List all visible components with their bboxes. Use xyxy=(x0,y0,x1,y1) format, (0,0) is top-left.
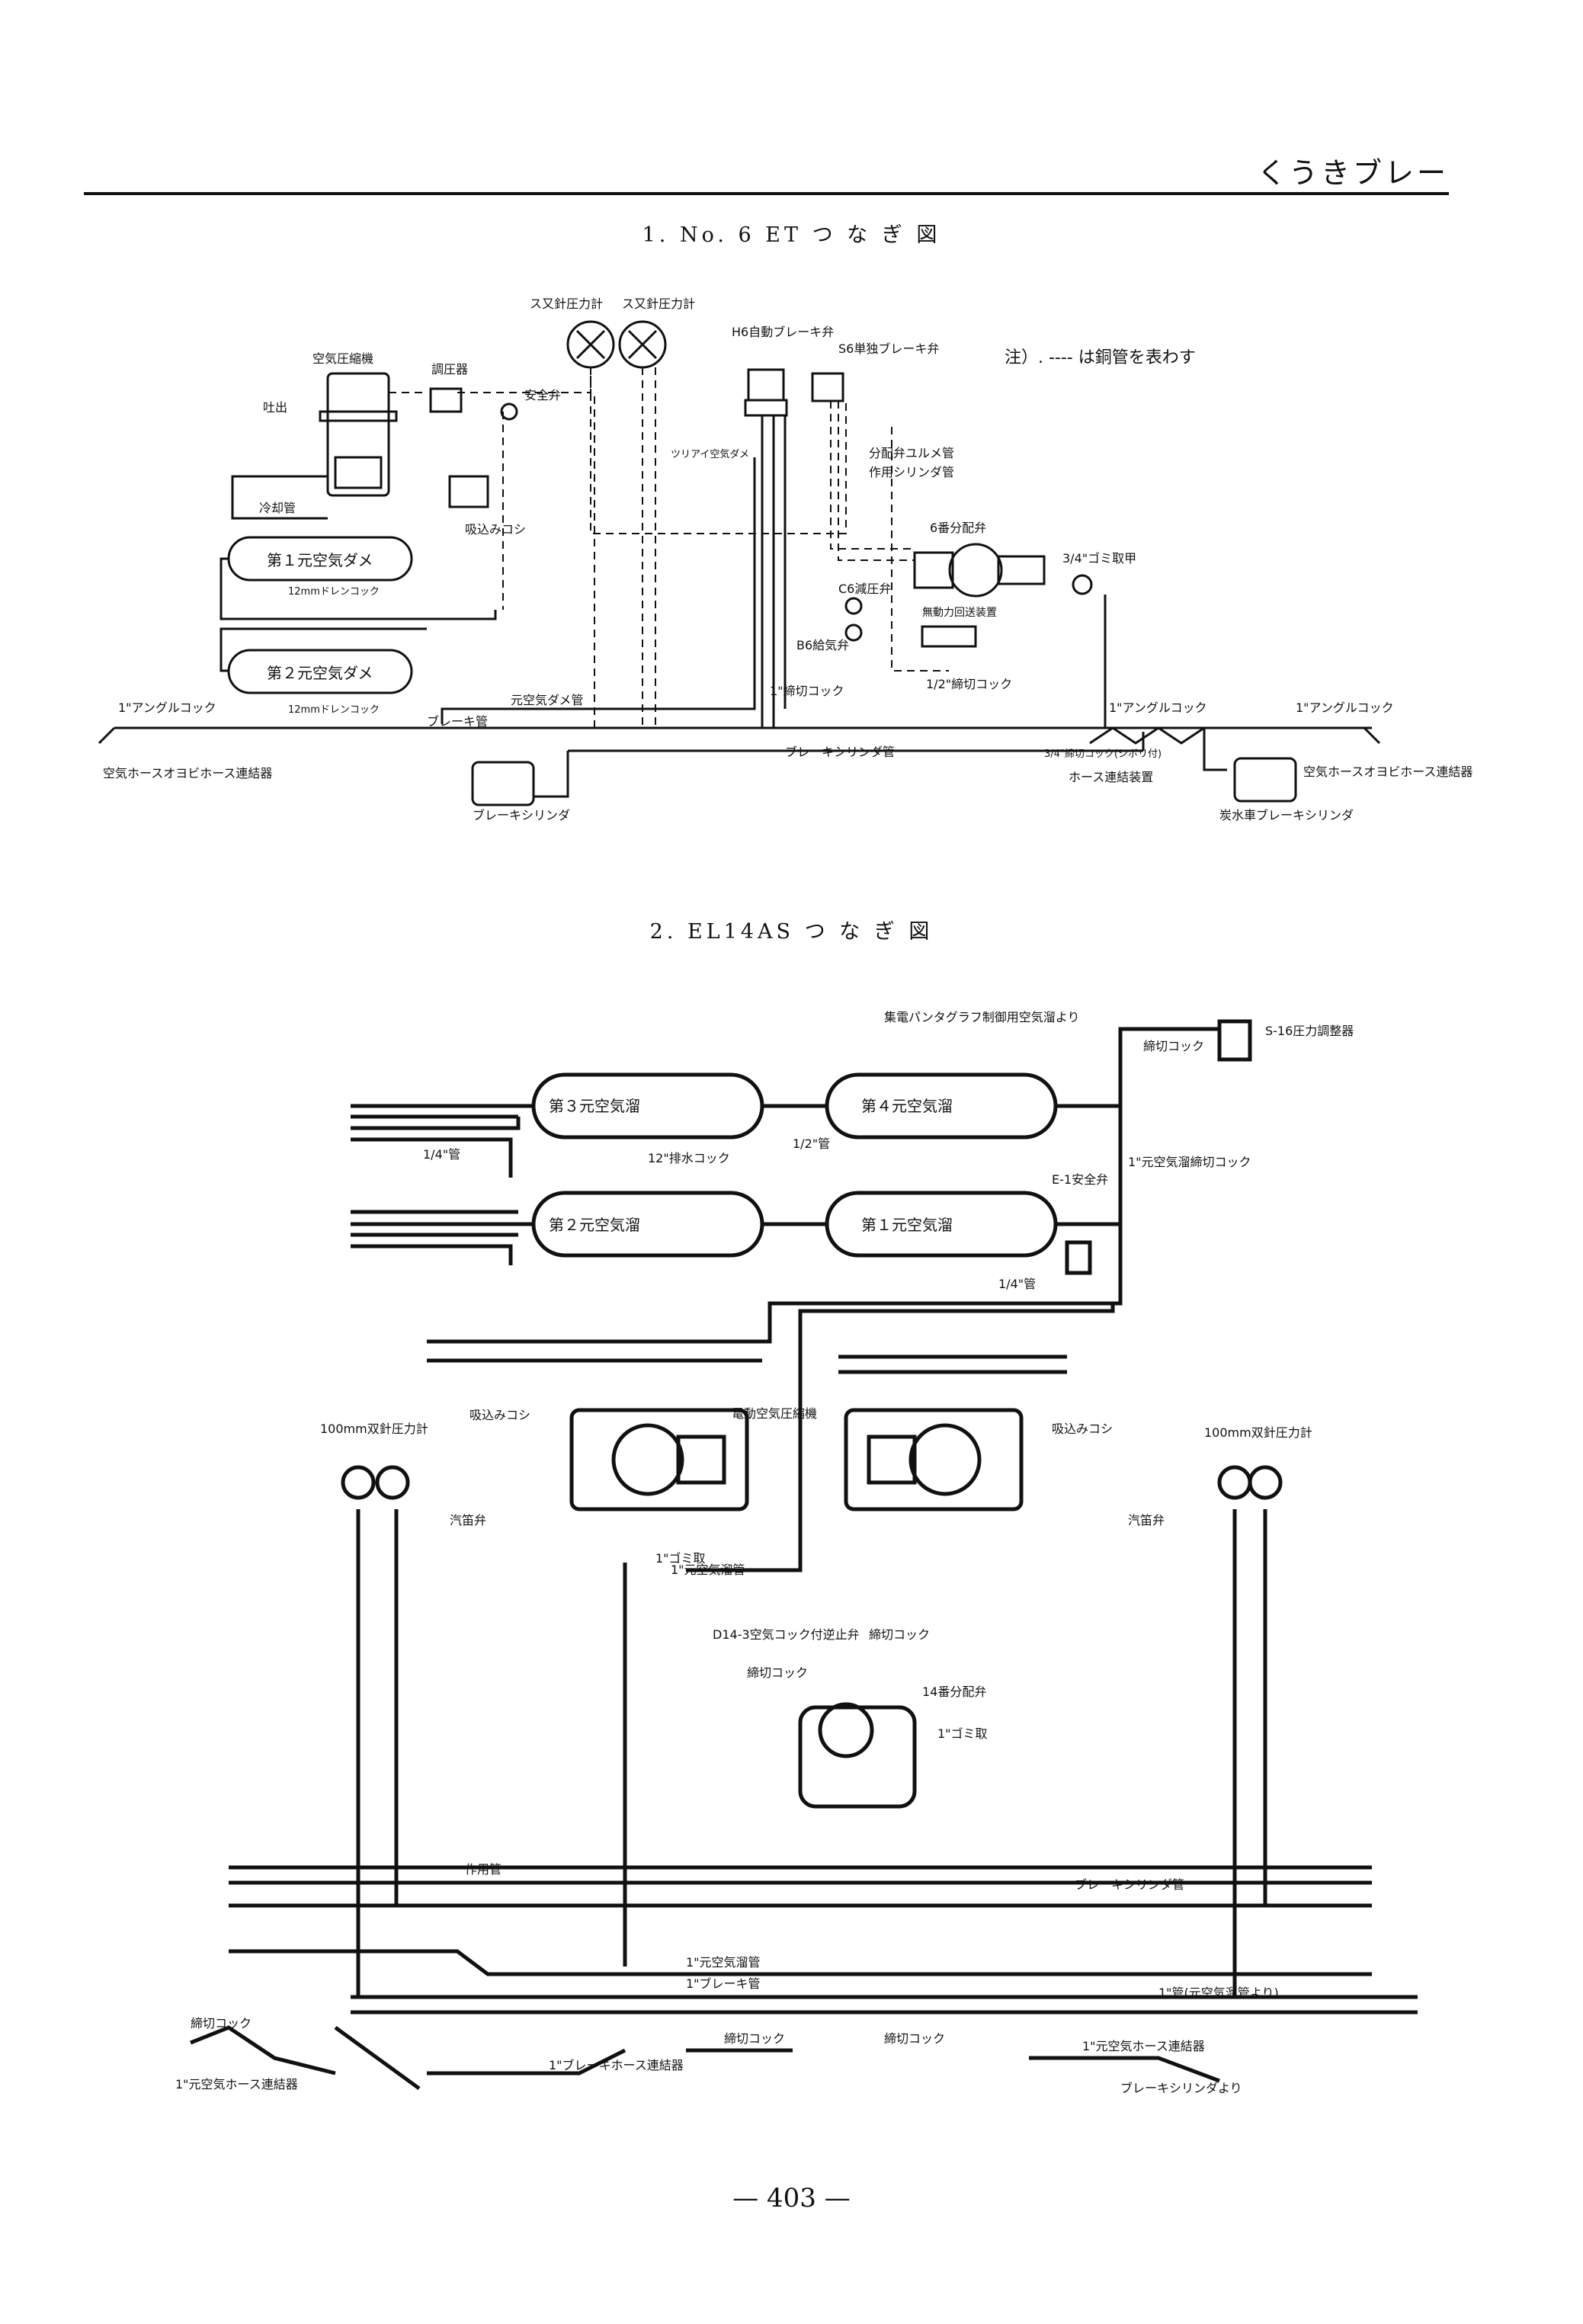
hose-left-label: 1"元空気ホース連結器 xyxy=(175,2077,298,2092)
gauge-right-label: 100mm双針圧力計 xyxy=(1204,1425,1312,1440)
diagram1-labels: ス又針圧力計 ス又針圧力計 H6自動ブレーキ弁 S6単独ブレーキ弁 注）. --… xyxy=(103,297,1472,822)
cutout-mid-label: 締切コック xyxy=(747,1665,808,1680)
main-cock-label: 1"元空気溜締切コック xyxy=(1128,1155,1251,1169)
hose-coupler-right-label: 空気ホースオヨビホース連結器 xyxy=(1303,765,1472,779)
strainer-right-label: 吸込みコシ xyxy=(1052,1422,1113,1436)
brake-cylinder-shape xyxy=(471,761,535,806)
tender-cylinder-label: 炭水車ブレーキシリンダ xyxy=(1219,808,1354,822)
hose-coupler-left-label: 空気ホースオヨビホース連結器 xyxy=(103,766,272,781)
compressor-label: 空気圧縮機 xyxy=(312,351,373,366)
intake-strainer-label: 吸込みコシ xyxy=(465,522,526,537)
angle-cock-mid-label: 1"アングルコック xyxy=(1109,700,1207,715)
distrib-label: 14番分配弁 xyxy=(922,1684,986,1699)
reservoir-1-label: 第１元空気ダメ xyxy=(267,551,373,569)
copper-pipe-note: 注）. ---- は銅管を表わす xyxy=(1005,348,1196,367)
s6-brake-valve-label: S6単独ブレーキ弁 xyxy=(838,341,939,356)
section-header: くうきブレー xyxy=(1257,156,1449,190)
diagram2-title: 2. EL14AS つ な ぎ 図 xyxy=(649,920,934,944)
diagram1-copper xyxy=(389,367,949,730)
brake-cyl-pipe-label: ブレーキシリンダ管 xyxy=(785,745,895,759)
gauge-left-label: 100mm双針圧力計 xyxy=(320,1422,428,1436)
strainer-left-label: 吸込みコシ xyxy=(469,1408,530,1422)
brake-pipe-label: ブレーキ管 xyxy=(427,714,488,729)
pipe-quarter-label: 1/4"管 xyxy=(423,1147,460,1162)
compressor-left-shape xyxy=(569,1408,749,1511)
brake-cylinder-label: ブレーキシリンダ xyxy=(473,808,570,822)
d14-label: D14-3空気コック付逆止弁 xyxy=(713,1627,860,1642)
hose-device-label: ホース連結装置 xyxy=(1069,770,1153,784)
cutout-half-label: 1/2"締切コック xyxy=(926,677,1012,691)
brake-cyl-pipe2-label: ブレーキシリンダ管 xyxy=(1075,1877,1184,1892)
h6-brake-valve-shape xyxy=(747,368,785,402)
cutout-bottom3-label: 締切コック xyxy=(191,2016,252,2031)
dust-right-label: 1"ゴミ取 xyxy=(937,1726,988,1741)
h6-brake-valve-label: H6自動ブレーキ弁 xyxy=(732,325,834,339)
brake-act-pipe-label: 作用管 xyxy=(465,1862,501,1877)
header-rule xyxy=(84,192,1449,195)
cooling-pipe-label: 冷却管 xyxy=(259,501,296,515)
gauge-right-icon xyxy=(1217,1465,1252,1500)
cutout-34-label: 3/4"締切コック(シボリ付) xyxy=(1044,748,1162,760)
diagram2 xyxy=(190,1019,1418,2091)
main-res-pipe2-label: 1"元空気溜管 xyxy=(671,1563,745,1577)
diagram1-title: 1. No. 6 ET つ な ぎ 図 xyxy=(642,223,941,247)
safety-valve-label: 安全弁 xyxy=(524,388,561,402)
gauge-2-label: ス又針圧力計 xyxy=(622,297,695,311)
supply-valve-label: B6給気弁 xyxy=(796,638,849,652)
pipe-half-label: 1/2"管 xyxy=(793,1136,830,1151)
s6-brake-valve-shape xyxy=(811,372,844,402)
cutout-bottom1-label: 締切コック xyxy=(724,2031,785,2046)
drain-cock-1-label: 12mmドレンコック xyxy=(288,586,380,598)
hose-right-label: 1"元空気ホース連結器 xyxy=(1082,2039,1205,2053)
dust-top-label: 1"ゴミ取 xyxy=(655,1551,706,1566)
distributing-valve-shape xyxy=(798,1705,917,1809)
whistle-left-label: 汽笛弁 xyxy=(450,1513,486,1527)
equalizing-label: ツリアイ空気ダメ xyxy=(671,448,749,460)
cutout-mid2-label: 締切コック xyxy=(869,1627,930,1642)
diagram2-labels: 第３元空気溜 第４元空気溜 第２元空気溜 第１元空気溜 12"排水コック 1/4… xyxy=(175,1010,1354,2095)
hose-mid-label: 1"ブレーキホース連結器 xyxy=(549,2058,684,2072)
drain-label: 12"排水コック xyxy=(648,1151,730,1165)
cutout-cock-label: 1"締切コック xyxy=(770,684,844,698)
distrib-valve-label: 6番分配弁 xyxy=(930,521,986,535)
diagram1 xyxy=(98,320,1381,806)
e1-valve-label: E-1安全弁 xyxy=(1052,1172,1108,1187)
main-pipe-bottom-label: 1"元空気溜管 xyxy=(686,1955,761,1970)
electric-comp-label: 電動空気圧縮機 xyxy=(732,1406,817,1421)
whistle-right-label: 汽笛弁 xyxy=(1128,1513,1165,1527)
angle-cock-right-label: 1"アングルコック xyxy=(1296,700,1394,715)
pantograph-label: 集電パンタグラフ制御用空気溜より xyxy=(884,1010,1079,1024)
cutout-top-label: 締切コック xyxy=(1143,1039,1204,1053)
cyl-right-label: ブレーキシリンダより xyxy=(1120,2081,1242,2095)
pipe-note-right-label: 1"管(元空気溜管より) xyxy=(1158,1986,1279,2000)
main-res-pipe-label: 元空気ダメ管 xyxy=(511,693,584,707)
distrib-pipe-label: 分配弁ユルメ管 xyxy=(869,446,954,460)
res2-label: 第２元空気溜 xyxy=(549,1216,640,1234)
cutout-bottom2-label: 締切コック xyxy=(884,2031,945,2046)
dust-collector-label: 3/4"ゴミ取甲 xyxy=(1062,551,1136,566)
pipe-quarter2-label: 1/4"管 xyxy=(998,1277,1036,1291)
compressor-right-shape xyxy=(844,1408,1024,1511)
res4-label: 第４元空気溜 xyxy=(861,1097,953,1115)
unpowered-label: 無動力回送装置 xyxy=(922,607,997,619)
gauge-left-icon xyxy=(341,1465,376,1500)
drain-cock-2-label: 12mmドレンコック xyxy=(288,704,380,716)
gauge-1-label: ス又針圧力計 xyxy=(530,297,603,311)
s16-label: S-16圧力調整器 xyxy=(1265,1024,1354,1038)
res3-label: 第３元空気溜 xyxy=(549,1097,640,1115)
cyl-pipe-act-label: 作用シリンダ管 xyxy=(869,465,954,479)
page-number: — 403 — xyxy=(732,2183,851,2213)
exhaust-label: 吐出 xyxy=(263,400,287,415)
governor-label: 調圧器 xyxy=(431,362,468,377)
distributing-valve-shape xyxy=(948,543,1003,598)
air-compressor-shape xyxy=(326,372,390,497)
angle-cock-left-label: 1"アングルコック xyxy=(118,700,216,715)
brake-pipe-bottom-label: 1"ブレーキ管 xyxy=(686,1976,761,1991)
reducing-valve-label: C6減圧弁 xyxy=(838,582,891,596)
res1-label: 第１元空気溜 xyxy=(861,1216,953,1234)
tender-cylinder-shape xyxy=(1233,757,1297,803)
reservoir-2-label: 第２元空気ダメ xyxy=(267,664,373,682)
